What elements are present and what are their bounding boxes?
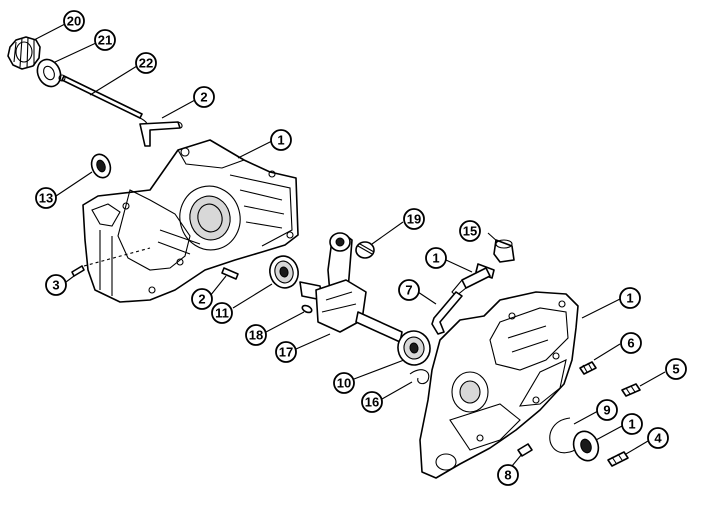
part-1-tube bbox=[451, 263, 495, 297]
part-13-seal bbox=[90, 153, 112, 179]
callout-17-label: 17 bbox=[279, 345, 293, 360]
leader-lines bbox=[33, 23, 666, 467]
callout-11: 11 bbox=[211, 302, 233, 324]
part-8-screw bbox=[517, 443, 533, 457]
callout-5: 5 bbox=[665, 358, 687, 380]
callout-21-label: 21 bbox=[98, 33, 112, 48]
callout-18: 18 bbox=[245, 324, 267, 346]
callout-10: 10 bbox=[333, 372, 355, 394]
callout-2-lower: 2 bbox=[191, 288, 213, 310]
callout-1-left-case: 1 bbox=[270, 129, 292, 151]
callout-1-left-case-label: 1 bbox=[277, 133, 284, 148]
callout-20-label: 20 bbox=[67, 14, 81, 29]
callout-1-seal: 1 bbox=[621, 413, 643, 435]
part-18-key bbox=[301, 304, 313, 314]
callout-15-label: 15 bbox=[463, 224, 477, 239]
part-6-screw bbox=[579, 361, 597, 375]
callout-1-right-case: 1 bbox=[619, 287, 641, 309]
part-7-oil-line bbox=[431, 291, 463, 335]
part-5-screw bbox=[621, 383, 641, 397]
callout-4: 4 bbox=[647, 427, 669, 449]
callout-19-label: 19 bbox=[407, 212, 421, 227]
callout-15: 15 bbox=[459, 220, 481, 242]
callout-8: 8 bbox=[497, 464, 519, 486]
callout-6: 6 bbox=[620, 332, 642, 354]
callout-7-label: 7 bbox=[405, 283, 412, 298]
callout-8-label: 8 bbox=[504, 468, 511, 483]
part-16-clip bbox=[409, 369, 430, 385]
part-2-dowel-pin bbox=[221, 267, 239, 280]
crankcase-left-half bbox=[82, 139, 299, 303]
callout-2-lower-label: 2 bbox=[198, 292, 205, 307]
callout-6-label: 6 bbox=[627, 336, 634, 351]
callout-10-label: 10 bbox=[337, 376, 351, 391]
callout-3-label: 3 bbox=[52, 278, 59, 293]
part-10-bearing bbox=[397, 330, 431, 366]
part-3-stud bbox=[71, 247, 151, 277]
part-19-needle-cage bbox=[355, 241, 375, 259]
callout-5-label: 5 bbox=[672, 362, 679, 377]
callout-1-right-case-label: 1 bbox=[626, 291, 633, 306]
callout-1-tube: 1 bbox=[425, 247, 447, 269]
callout-17: 17 bbox=[275, 341, 297, 363]
crankcase-right-half bbox=[419, 291, 579, 479]
callout-11-label: 11 bbox=[215, 306, 229, 321]
part-20-nut bbox=[7, 36, 41, 70]
part-17-crankshaft bbox=[299, 232, 403, 343]
callout-7: 7 bbox=[398, 279, 420, 301]
callout-2-top: 2 bbox=[193, 86, 215, 108]
callout-20: 20 bbox=[63, 10, 85, 32]
callout-2-top-label: 2 bbox=[200, 90, 207, 105]
callout-13-label: 13 bbox=[39, 191, 53, 206]
part-11-bearing bbox=[269, 255, 299, 289]
callout-16-label: 16 bbox=[365, 395, 379, 410]
part-1-oil-seal bbox=[572, 430, 600, 462]
callout-9: 9 bbox=[596, 399, 618, 421]
callout-16: 16 bbox=[361, 391, 383, 413]
callout-13: 13 bbox=[35, 187, 57, 209]
part-9-circlip bbox=[549, 417, 581, 454]
part-2-bent-pin bbox=[139, 121, 183, 147]
part-15-fitting bbox=[493, 239, 515, 263]
callout-22-label: 22 bbox=[139, 56, 153, 71]
callout-3: 3 bbox=[45, 274, 67, 296]
callout-22: 22 bbox=[135, 52, 157, 74]
callout-4-label: 4 bbox=[654, 431, 662, 446]
part-21-washer bbox=[36, 58, 62, 88]
callout-1-tube-label: 1 bbox=[432, 251, 439, 266]
callout-19: 19 bbox=[403, 208, 425, 230]
part-22-rod bbox=[58, 74, 148, 130]
callout-18-label: 18 bbox=[249, 328, 263, 343]
callout-21: 21 bbox=[94, 29, 116, 51]
part-4-stud bbox=[607, 451, 629, 467]
callout-9-label: 9 bbox=[603, 403, 610, 418]
callout-1-seal-label: 1 bbox=[628, 417, 635, 432]
